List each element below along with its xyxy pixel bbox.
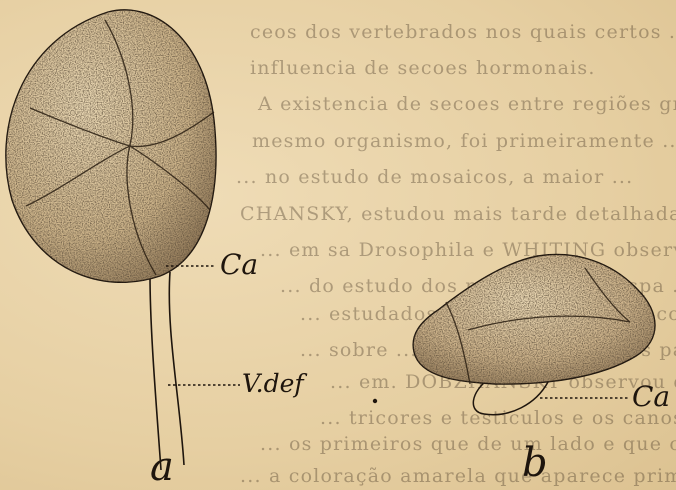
label-subfigure-a: a	[150, 444, 174, 490]
label-ca-b: Ca	[632, 380, 670, 413]
stipple-a	[6, 10, 216, 282]
label-ca-a: Ca	[220, 248, 258, 281]
label-subfigure-b: b	[522, 440, 548, 486]
label-vdef: V.def	[242, 369, 304, 398]
organism-b	[413, 254, 655, 414]
stalk-a-outline	[150, 272, 184, 470]
organism-a	[6, 10, 216, 470]
stray-dot	[373, 399, 377, 403]
stipple-b	[413, 254, 655, 384]
